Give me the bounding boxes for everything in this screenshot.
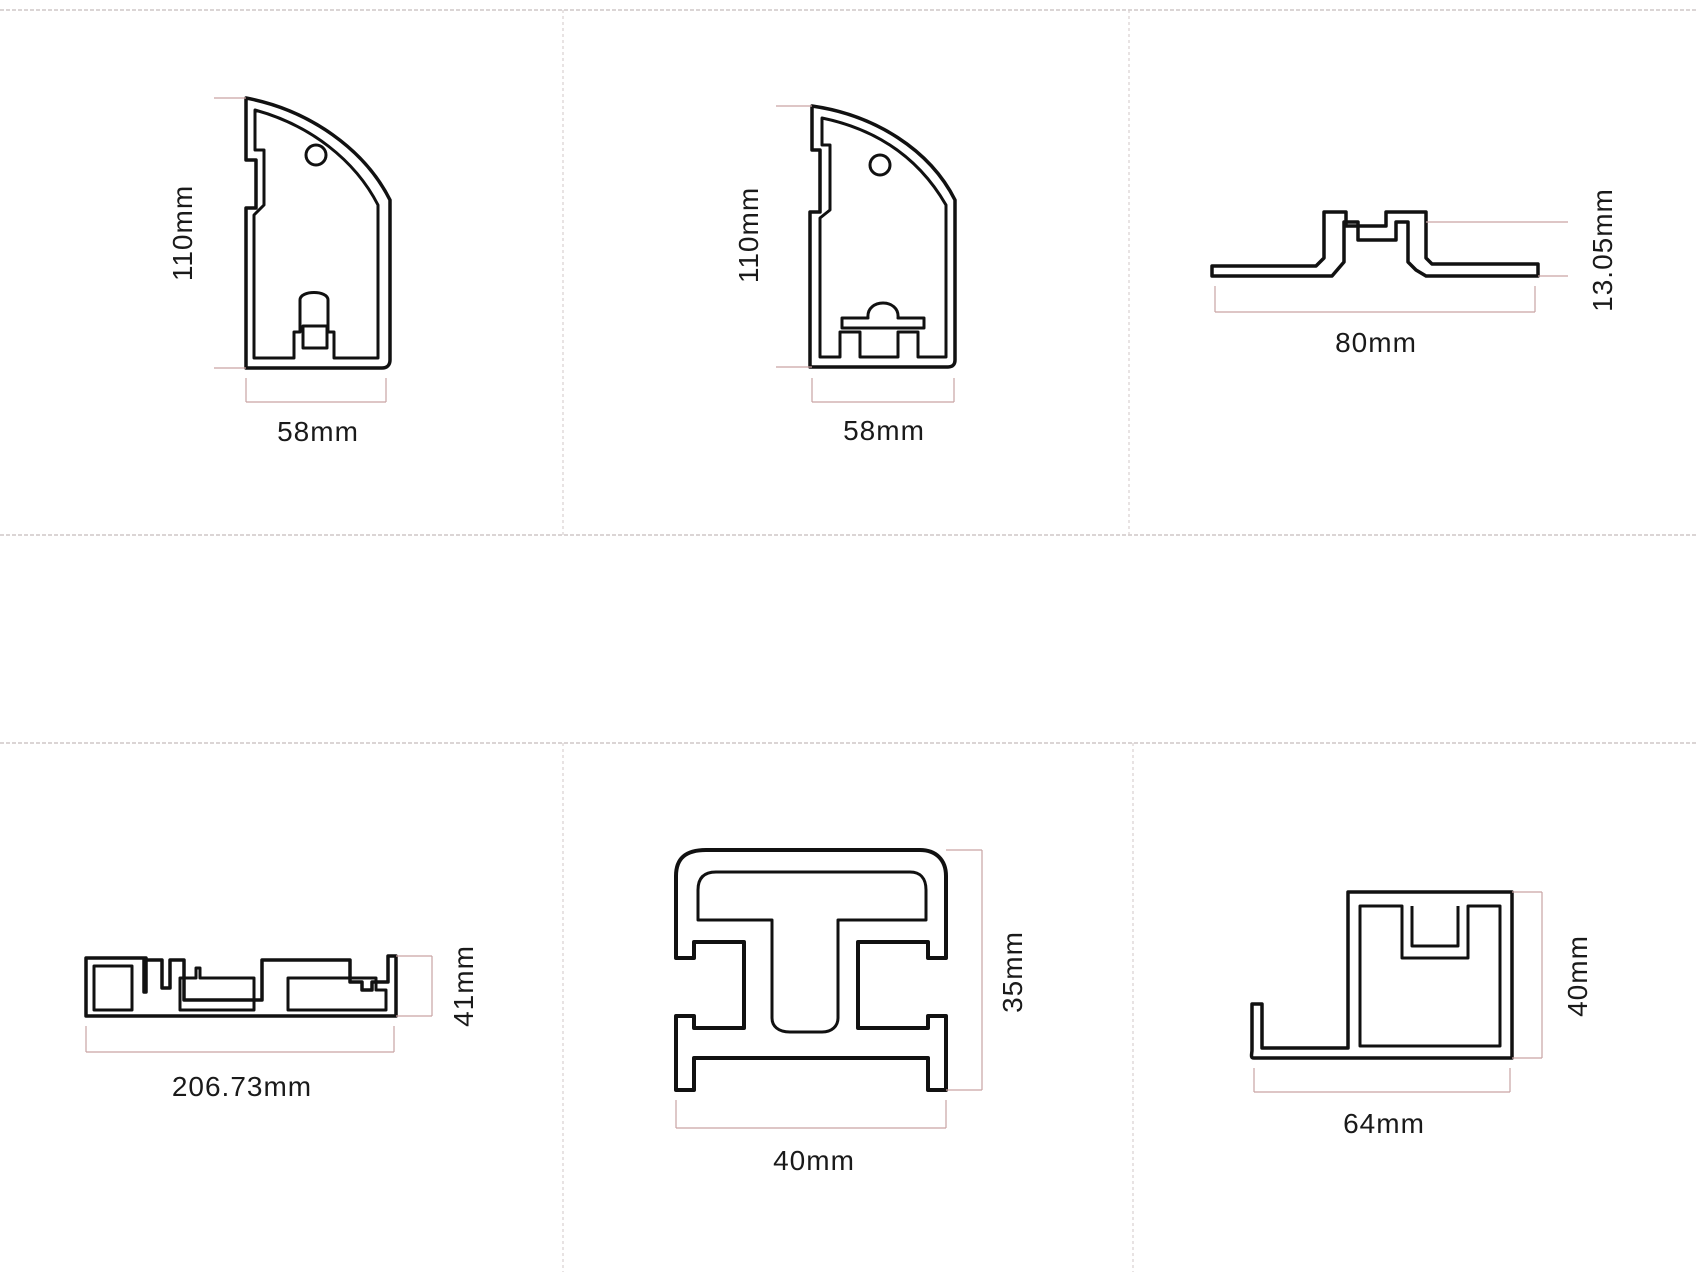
profile-4-height-label: 41mm xyxy=(448,945,479,1027)
profile-1-width-label: 58mm xyxy=(277,416,359,447)
profile-5-width-label: 40mm xyxy=(773,1145,855,1176)
profile-1-height-label: 110mm xyxy=(167,185,198,281)
panel-grid xyxy=(0,9,1696,1272)
profile-5-cross-section xyxy=(674,848,983,1129)
profile-3-width-label: 80mm xyxy=(1335,327,1417,358)
profile-3-height-label: 13.05mm xyxy=(1587,188,1618,312)
profile-2-height-label: 110mm xyxy=(733,187,764,283)
profile-2-cross-section xyxy=(776,104,957,403)
profile-6-height-label: 40mm xyxy=(1562,935,1593,1017)
profile-4-cross-section xyxy=(84,954,433,1053)
profile-3-cross-section xyxy=(1210,210,1568,313)
profile-2-width-label: 58mm xyxy=(843,415,925,446)
profile-6-width-label: 64mm xyxy=(1343,1108,1425,1139)
profile-4-width-label: 206.73mm xyxy=(172,1071,312,1102)
profile-6-cross-section xyxy=(1249,890,1543,1093)
profile-1-cross-section xyxy=(214,96,392,403)
profile-5-height-label: 35mm xyxy=(997,931,1028,1013)
